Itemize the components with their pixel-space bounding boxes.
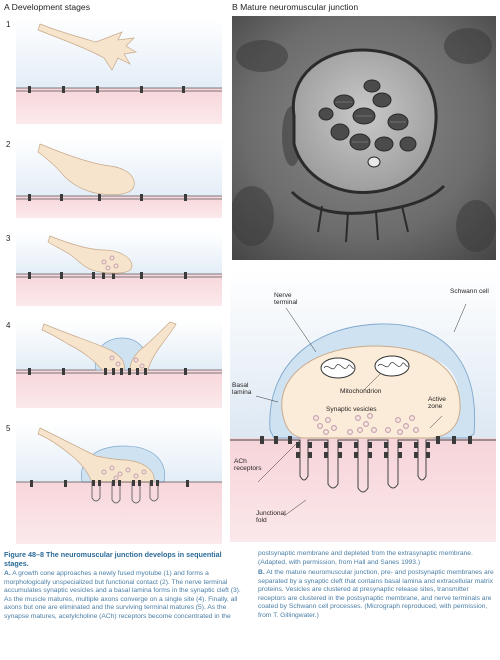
- stage-5-diagram: [16, 422, 222, 544]
- stage-3-diagram: [16, 232, 222, 306]
- electron-micrograph: [232, 16, 496, 260]
- label-junctional-fold: Junctional fold: [256, 510, 286, 525]
- figure-caption: Figure 48–8 The neuromuscular junction d…: [4, 550, 496, 656]
- mature-junction-schematic: [230, 270, 496, 542]
- caption-paragraph-b: B. At the mature neuromuscular junction,…: [258, 569, 496, 620]
- mitochondria: [320, 355, 410, 379]
- caption-title: Figure 48–8 The neuromuscular junction d…: [4, 550, 222, 568]
- panel-a-title: A Development stages: [4, 2, 90, 12]
- label-ach-receptors: ACh receptors: [234, 458, 262, 473]
- ach-receptor-clusters: [260, 436, 472, 458]
- stage-label-3: 3: [6, 234, 11, 243]
- stage-label-2: 2: [6, 140, 11, 149]
- development-stages-diagram: [16, 18, 222, 544]
- caption-right-column: postsynaptic membrane and depleted from …: [258, 550, 496, 621]
- stage-label-1: 1: [6, 20, 11, 29]
- label-mitochondrion: Mitochondrion: [340, 388, 382, 395]
- label-nerve-terminal: Nerve terminal: [274, 292, 298, 307]
- label-schwann-cell: Schwann cell: [450, 288, 489, 295]
- label-active-zone: Active zone: [428, 396, 446, 411]
- stage-label-4: 4: [6, 321, 11, 330]
- caption-text-a: A growth cone approaches a newly fused m…: [4, 570, 241, 620]
- stage-1-diagram: [16, 18, 222, 124]
- caption-text-a-cont: postsynaptic membrane and depleted from …: [258, 550, 473, 566]
- caption-paragraph-a-cont: postsynaptic membrane and depleted from …: [258, 550, 496, 567]
- caption-left-column: Figure 48–8 The neuromuscular junction d…: [4, 550, 246, 621]
- stage-label-5: 5: [6, 424, 11, 433]
- caption-paragraph-a: A. A growth cone approaches a newly fuse…: [4, 570, 246, 621]
- caption-tag-a: A.: [4, 570, 11, 577]
- caption-text-b: At the mature neuromuscular junction, pr…: [258, 569, 494, 620]
- label-basal-lamina: Basal lamina: [232, 382, 252, 397]
- panel-b-title: B Mature neuromuscular junction: [232, 2, 359, 12]
- synaptic-vesicle-cluster: [312, 413, 420, 436]
- caption-tag-b: B.: [258, 569, 265, 577]
- stage-4-diagram: [16, 320, 222, 408]
- stage-2-diagram: [16, 138, 222, 218]
- label-synaptic-vesicles: Synaptic vesicles: [326, 406, 377, 413]
